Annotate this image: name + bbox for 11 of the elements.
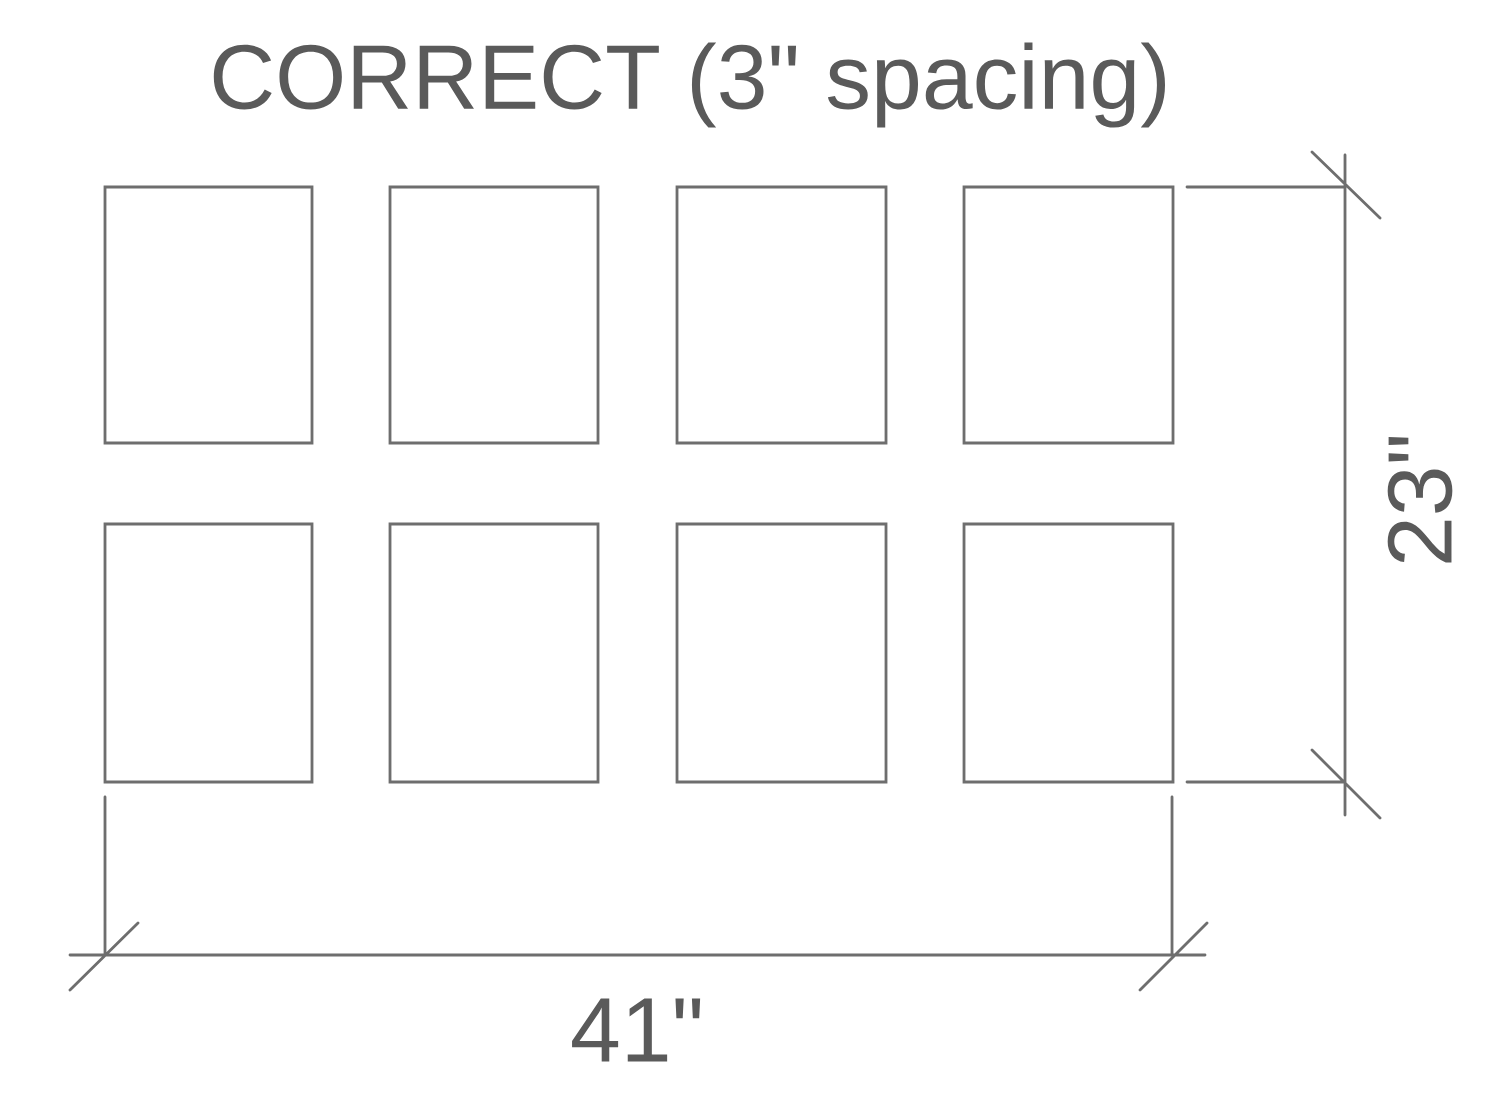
dimension-label: 23": [1387, 436, 1453, 563]
title: CORRECT (3" spacing): [213, 42, 1165, 128]
panel-box: [962, 522, 1175, 784]
dimension-label: 41": [572, 998, 701, 1062]
panel-box: [962, 185, 1175, 445]
panel-box: [675, 185, 888, 445]
panel-box: [388, 522, 600, 784]
panel-box: [103, 185, 314, 445]
panel-box: [675, 522, 888, 784]
panel-box: [388, 185, 600, 445]
panel-box: [103, 522, 314, 784]
